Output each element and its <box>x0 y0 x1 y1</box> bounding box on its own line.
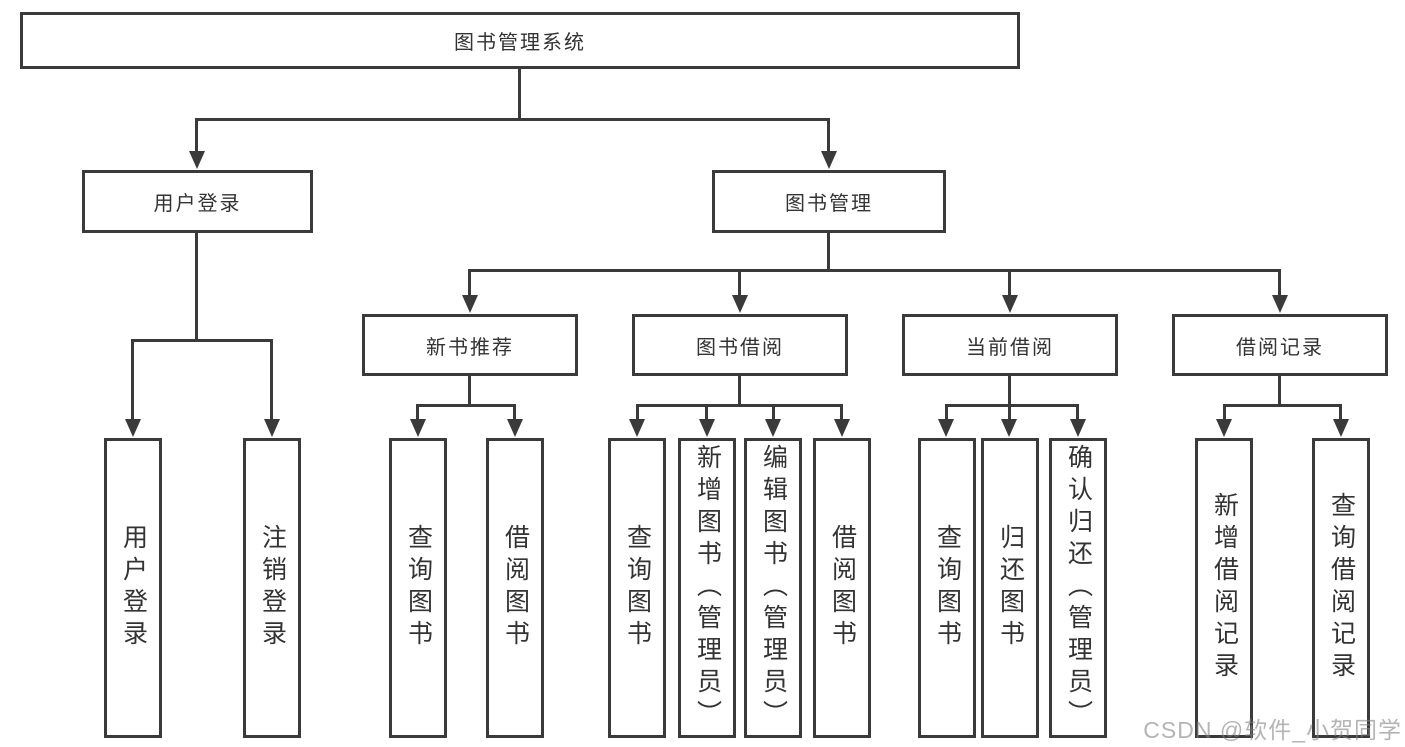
node-borrow-records: 借阅记录 <box>1172 314 1388 376</box>
node-book-management-label: 图书管理 <box>785 193 873 215</box>
leaf-add-book-admin: 新增图书（管理员） <box>678 438 736 738</box>
node-current-borrowing: 当前借阅 <box>902 314 1118 376</box>
connector-to-leaf <box>1339 404 1342 421</box>
leaf-return-books: 归还图书 <box>981 438 1039 738</box>
arrow-down-icon <box>410 419 426 437</box>
connector-user-stem <box>195 232 198 342</box>
connector-group-stem <box>1278 376 1281 407</box>
node-library-system: 图书管理系统 <box>20 12 1020 69</box>
node-user-login-label: 用户登录 <box>153 193 242 215</box>
arrow-down-icon <box>1002 295 1018 313</box>
arrow-down-icon <box>1070 419 1086 437</box>
arrow-down-icon <box>938 419 954 437</box>
leaf-edit-book-admin: 编辑图书（管理员） <box>744 438 802 738</box>
leaf-borrow-books-newbook-label: 借阅图书 <box>501 524 530 652</box>
connector-to-leaf <box>945 404 948 421</box>
connector-to-leaf <box>1008 404 1011 421</box>
connector-to-leaf <box>416 404 419 421</box>
leaf-query-books-borrowing: 查询图书 <box>608 438 666 738</box>
leaf-query-books-newbook: 查询图书 <box>389 438 447 738</box>
connector-to-leaf <box>131 339 134 421</box>
connector-to-group <box>738 269 741 297</box>
node-current-borrowing-label: 当前借阅 <box>966 336 1054 359</box>
node-book-management: 图书管理 <box>712 170 946 233</box>
connector-group-rail <box>636 404 843 407</box>
node-new-book-recommend: 新书推荐 <box>362 314 578 376</box>
leaf-edit-book-admin-label: 编辑图书（管理员） <box>759 444 788 732</box>
leaf-borrow-books-newbook: 借阅图书 <box>486 438 544 738</box>
leaf-query-borrow-record: 查询借阅记录 <box>1312 438 1370 738</box>
connector-to-book-management <box>827 118 830 154</box>
arrow-down-icon <box>1001 419 1017 437</box>
arrow-down-icon <box>462 295 478 313</box>
leaf-add-borrow-record: 新增借阅记录 <box>1195 438 1253 738</box>
arrow-down-icon <box>629 419 645 437</box>
leaf-query-books-borrowing-label: 查询图书 <box>623 524 652 652</box>
arrow-down-icon <box>125 419 141 437</box>
connector-group-rail <box>945 404 1079 407</box>
leaf-confirm-return-admin: 确认归还（管理员） <box>1049 438 1107 738</box>
connector-to-leaf <box>705 404 708 421</box>
connector-to-leaf <box>636 404 639 421</box>
node-book-borrowing-label: 图书借阅 <box>696 336 784 359</box>
leaf-add-book-admin-label: 新增图书（管理员） <box>693 444 722 732</box>
arrow-down-icon <box>765 419 781 437</box>
arrow-down-icon <box>189 151 205 169</box>
leaf-query-books-current: 查询图书 <box>918 438 976 738</box>
connector-to-group <box>1008 269 1011 297</box>
connector-to-leaf <box>840 404 843 421</box>
connector-to-leaf <box>270 339 273 421</box>
arrow-down-icon <box>1272 295 1288 313</box>
connector-group-stem <box>738 376 741 407</box>
arrow-down-icon <box>1333 419 1349 437</box>
leaf-logout: 注销登录 <box>243 438 301 738</box>
connector-to-leaf <box>513 404 516 421</box>
arrow-down-icon <box>834 419 850 437</box>
arrow-down-icon <box>821 151 837 169</box>
leaf-logout-label: 注销登录 <box>258 524 287 652</box>
connector-group-stem <box>468 376 471 407</box>
connector-to-user-login <box>195 118 198 154</box>
leaf-query-books-newbook-label: 查询图书 <box>404 524 433 652</box>
connector-level3-rail <box>468 269 1281 272</box>
connector-mgmt-stem <box>827 232 830 272</box>
connector-to-group <box>468 269 471 297</box>
watermark: CSDN @软件_小贺同学 <box>1143 717 1402 743</box>
connector-to-leaf <box>1223 404 1226 421</box>
arrow-down-icon <box>507 419 523 437</box>
connector-to-leaf <box>1076 404 1079 421</box>
connector-group-rail <box>1223 404 1342 407</box>
leaf-add-borrow-record-label: 新增借阅记录 <box>1210 492 1239 684</box>
connector-level2-rail <box>195 118 830 121</box>
arrow-down-icon <box>732 295 748 313</box>
leaf-query-books-current-label: 查询图书 <box>933 524 962 652</box>
connector-group-rail <box>416 404 516 407</box>
arrow-down-icon <box>264 419 280 437</box>
leaf-borrow-books-borrowing: 借阅图书 <box>813 438 871 738</box>
node-borrow-records-label: 借阅记录 <box>1236 336 1324 359</box>
connector-root-stem <box>518 68 521 121</box>
leaf-borrow-books-borrowing-label: 借阅图书 <box>828 524 857 652</box>
connector-to-leaf <box>772 404 775 421</box>
connector-to-group <box>1278 269 1281 297</box>
leaf-confirm-return-admin-label: 确认归还（管理员） <box>1064 444 1093 732</box>
connector-group-stem <box>1008 376 1011 407</box>
leaf-return-books-label: 归还图书 <box>996 524 1025 652</box>
node-user-login: 用户登录 <box>82 170 313 233</box>
node-new-book-recommend-label: 新书推荐 <box>426 336 514 359</box>
leaf-user-login: 用户登录 <box>104 438 162 738</box>
node-book-borrowing: 图书借阅 <box>632 314 848 376</box>
node-library-system-label: 图书管理系统 <box>454 32 586 54</box>
arrow-down-icon <box>699 419 715 437</box>
leaf-query-borrow-record-label: 查询借阅记录 <box>1327 492 1356 684</box>
connector-user-rail <box>131 339 273 342</box>
leaf-user-login-label: 用户登录 <box>119 524 148 652</box>
arrow-down-icon <box>1216 419 1232 437</box>
